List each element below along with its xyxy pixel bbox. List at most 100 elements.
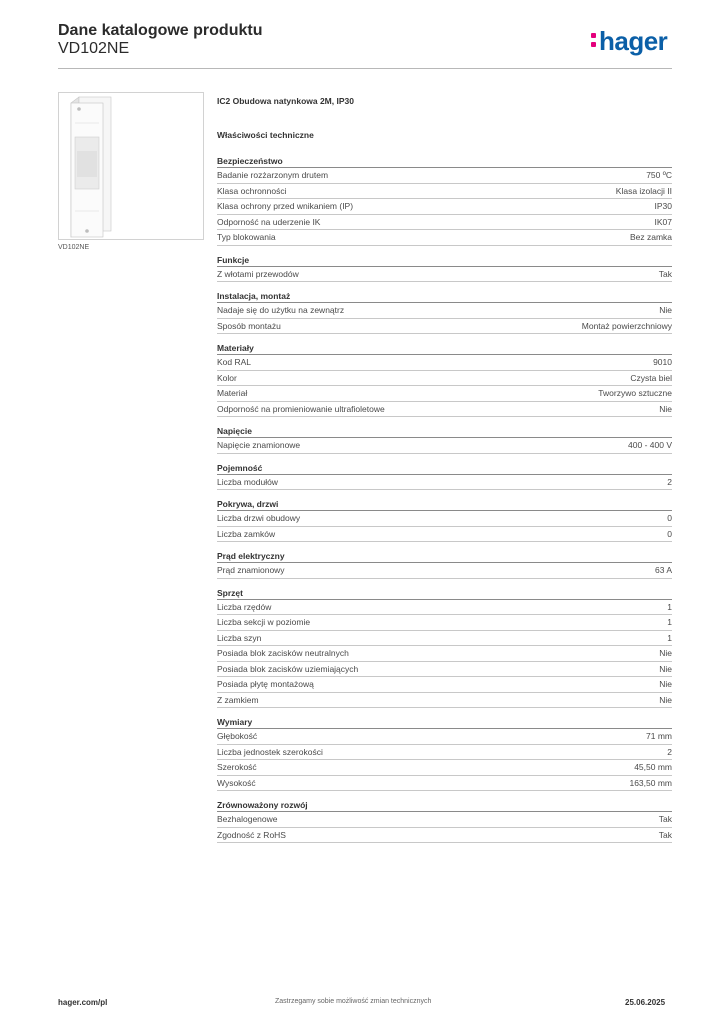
spec-group-title: Materiały bbox=[217, 342, 672, 355]
spec-row: Posiada płytę montażową Nie bbox=[217, 677, 672, 693]
spec-value: 0 bbox=[667, 513, 672, 524]
spec-row: Bezhalogenowe Tak bbox=[217, 812, 672, 828]
spec-label: Z zamkiem bbox=[217, 694, 259, 705]
spec-label: Klasa ochrony przed wnikaniem (IP) bbox=[217, 201, 354, 212]
product-description: IC2 Obudowa natynkowa 2M, IP30 bbox=[217, 96, 354, 106]
spec-row: Odporność na uderzenie IK IK07 bbox=[217, 215, 673, 230]
spec-row: Liczba sekcji w poziomie 1 bbox=[217, 615, 672, 631]
spec-row: Liczba modułów 2 bbox=[217, 475, 672, 490]
spec-value: 2 bbox=[667, 476, 672, 487]
spec-label: Typ blokowania bbox=[217, 232, 276, 243]
spec-label: Wysokość bbox=[217, 777, 256, 788]
spec-row: Liczba drzwi obudowy 0 bbox=[217, 511, 672, 527]
spec-label: Zgodność z RoHS bbox=[217, 829, 286, 840]
spec-label: Liczba rzędów bbox=[217, 601, 272, 612]
spec-value: Tak bbox=[658, 814, 672, 825]
spec-value: 71 mm bbox=[646, 731, 672, 742]
spec-value: 2 bbox=[667, 746, 672, 757]
spec-value: IK07 bbox=[654, 216, 673, 227]
spec-label: Odporność na promieniowanie ultrafioleto… bbox=[217, 403, 385, 414]
spec-value: Tak bbox=[658, 829, 672, 840]
spec-row: Kod RAL 9010 bbox=[217, 355, 672, 371]
image-caption: VD102NE bbox=[58, 244, 90, 251]
spec-label: Posiada blok zacisków uziemiających bbox=[217, 663, 359, 674]
spec-value: Nie bbox=[659, 305, 672, 316]
spec-value: Tworzywo sztuczne bbox=[598, 388, 672, 399]
spec-value: Czysta biel bbox=[630, 372, 672, 383]
spec-row: Liczba zamków 0 bbox=[217, 527, 672, 542]
spec-group-title: Napięcie bbox=[217, 425, 672, 438]
spec-label: Z włotami przewodów bbox=[217, 268, 299, 279]
section-heading: Właściwości techniczne bbox=[217, 130, 314, 140]
spec-group-title: Sprzęt bbox=[217, 587, 672, 600]
spec-value: 1 bbox=[667, 601, 672, 612]
spec-group-title: Bezpieczeństwo bbox=[217, 155, 672, 168]
spec-value: 0 bbox=[667, 528, 672, 539]
footer-website: hager.com/pl bbox=[58, 998, 108, 1007]
spec-value: Montaż powierzchniowy bbox=[581, 320, 672, 331]
header-divider bbox=[58, 68, 672, 69]
spec-row: Posiada blok zacisków uziemiających Nie bbox=[217, 662, 672, 677]
footer-date: 25.06.2025 bbox=[625, 998, 666, 1007]
enclosure-illustration bbox=[70, 96, 112, 238]
spec-row: Zgodność z RoHS Tak bbox=[217, 828, 672, 843]
spec-value: Nie bbox=[659, 403, 672, 414]
spec-value: 45,50 mm bbox=[634, 762, 672, 773]
spec-label: Bezhalogenowe bbox=[217, 814, 278, 825]
spec-label: Liczba drzwi obudowy bbox=[217, 513, 301, 524]
spec-value: 750 ºC bbox=[646, 170, 672, 181]
spec-value: 1 bbox=[667, 632, 672, 643]
spec-label: Kolor bbox=[217, 372, 237, 383]
spec-row: Odporność na promieniowanie ultrafioleto… bbox=[217, 402, 672, 417]
spec-value: Nie bbox=[659, 679, 672, 690]
spec-label: Szerokość bbox=[217, 762, 257, 773]
spec-value: Bez zamka bbox=[629, 232, 672, 243]
spec-row: Klasa ochronności Klasa izolacji II bbox=[217, 184, 672, 199]
spec-row: Z zamkiem Nie bbox=[217, 693, 672, 708]
spec-label: Prąd znamionowy bbox=[217, 565, 285, 576]
spec-row: Klasa ochrony przed wnikaniem (IP) IP30 bbox=[217, 199, 672, 215]
logo-text: hager bbox=[599, 26, 668, 56]
spec-label: Nadaje się do użytku na zewnątrz bbox=[217, 305, 345, 316]
spec-row: Z włotami przewodów Tak bbox=[217, 267, 672, 282]
spec-label: Sposób montażu bbox=[217, 320, 281, 331]
spec-label: Liczba zamków bbox=[217, 528, 276, 539]
spec-value: 1 bbox=[667, 617, 672, 628]
spec-label: Odporność na uderzenie IK bbox=[217, 216, 321, 227]
spec-value: 400 - 400 V bbox=[628, 440, 672, 451]
spec-label: Posiada płytę montażową bbox=[217, 679, 314, 690]
spec-label: Liczba sekcji w poziomie bbox=[217, 617, 311, 628]
spec-label: Badanie rozżarzonym drutem bbox=[217, 170, 329, 181]
spec-label: Liczba modułów bbox=[217, 476, 278, 487]
spec-row: Sposób montażu Montaż powierzchniowy bbox=[217, 319, 672, 334]
spec-value: Nie bbox=[659, 694, 672, 705]
spec-group-title: Wymiary bbox=[217, 716, 672, 729]
spec-group-title: Prąd elektryczny bbox=[217, 550, 672, 563]
spec-row: Badanie rozżarzonym drutem 750 ºC bbox=[217, 168, 672, 184]
spec-row: Posiada blok zacisków neutralnych Nie bbox=[217, 646, 672, 662]
spec-value: 9010 bbox=[653, 357, 672, 368]
spec-value: IP30 bbox=[654, 201, 673, 212]
spec-label: Posiada blok zacisków neutralnych bbox=[217, 648, 349, 659]
spec-label: Materiał bbox=[217, 388, 248, 399]
spec-value: Tak bbox=[658, 268, 672, 279]
spec-label: Klasa ochronności bbox=[217, 185, 287, 196]
spec-label: Kod RAL bbox=[217, 357, 252, 368]
spec-group-title: Zrównoważony rozwój bbox=[217, 799, 672, 812]
spec-value: Klasa izolacji II bbox=[615, 185, 672, 196]
spec-group-title: Instalacja, montaż bbox=[217, 290, 672, 303]
spec-value: Nie bbox=[659, 648, 672, 659]
spec-value: Nie bbox=[659, 663, 672, 674]
spec-row: Kolor Czysta biel bbox=[217, 371, 672, 386]
spec-group-title: Funkcje bbox=[217, 254, 672, 267]
spec-group-title: Pokrywa, drzwi bbox=[217, 498, 672, 511]
